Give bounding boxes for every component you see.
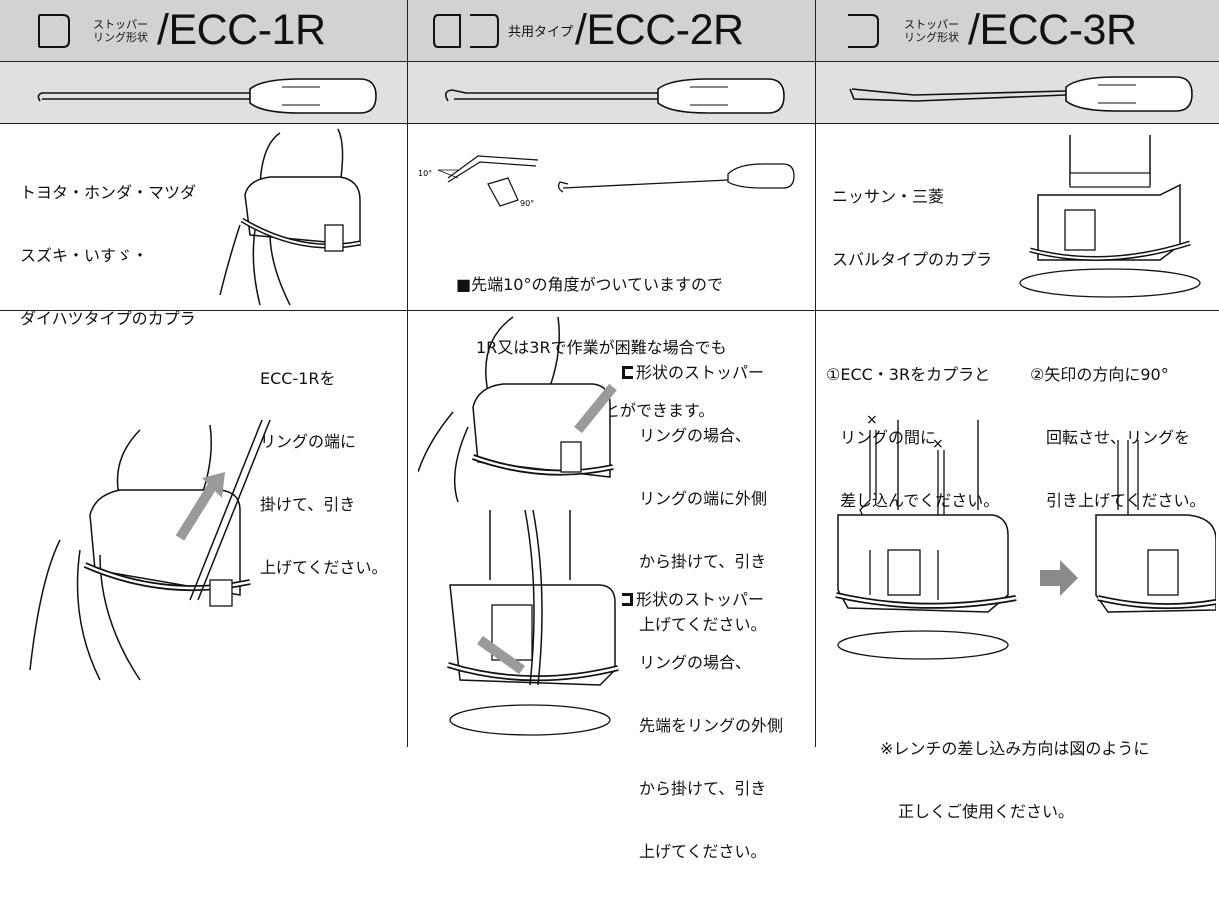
instructions-ecc-2r-b: 形状のストッパー リングの場合、 先端をリングの外側 から掛けて、引き 上げてく… <box>622 547 783 904</box>
wrong-mark: × <box>932 436 944 452</box>
step-line: 回転させ、リングを <box>1046 428 1191 447</box>
note-line: 1R又は3Rで作業が困難な場合でも <box>476 338 727 357</box>
step-line: リングの間に <box>840 428 937 447</box>
instruction-line: 上げてください。 <box>260 558 388 577</box>
insertion-illustration-3r: × × <box>835 412 1216 660</box>
header-sub-2: リング形状 <box>93 30 148 44</box>
model-ecc-2r: /ECC-2R <box>575 6 744 54</box>
header-sub-1: ストッパー <box>93 17 148 31</box>
removal-illustration-2r-b <box>447 510 619 736</box>
instruction-line: から掛けて、引き <box>639 552 767 571</box>
ring-shape-icon <box>433 13 499 48</box>
instructions-ecc-1r: ECC-1Rを リングの端に 掛けて、引き 上げてください。 <box>260 326 388 620</box>
step1-ecc-3r: ①ECC・3Rをカプラと リングの間に 差し込んでください。 <box>826 322 999 553</box>
step-line: 引き上げてください。 <box>1046 491 1206 510</box>
tool-ecc-1r-drawing <box>37 78 377 114</box>
angle-label-10: 10° <box>418 169 432 178</box>
compat-line: ダイハツタイプのカプラ <box>20 309 196 328</box>
ring-shape-icon <box>848 13 879 48</box>
compat-line: トヨタ・ホンダ・マツダ <box>20 183 197 202</box>
instruction-line: 上げてください。 <box>639 615 767 634</box>
instruction-line: リングの場合、 <box>639 653 752 672</box>
step-line: 差し込んでください。 <box>840 491 1000 510</box>
compat-line: ニッサン・三菱 <box>832 187 945 206</box>
compat-line: スズキ・いすゞ・ <box>20 246 149 265</box>
divider <box>407 0 408 747</box>
divider <box>815 0 816 747</box>
header-ecc-3r: ストッパー リング形状 /ECC-3R <box>816 0 1219 61</box>
footnote-line: 正しくご使用ください。 <box>898 802 1075 821</box>
angle-detail-illustration: 10° 90° <box>418 155 795 208</box>
instruction-line: 上げてください。 <box>639 842 767 861</box>
removal-illustration-1r <box>29 420 271 681</box>
wrong-mark: × <box>866 412 878 428</box>
header-sub-1: ストッパー <box>904 17 959 31</box>
instruction-line: 形状のストッパー <box>622 362 767 383</box>
compat-ecc-1r: トヨタ・ホンダ・マツダ スズキ・いすゞ・ ダイハツタイプのカプラ <box>20 140 196 371</box>
footnote-line: ※レンチの差し込み方向は図のように <box>880 739 1150 758</box>
stopper-ring-icon <box>622 593 633 606</box>
divider <box>0 310 1219 311</box>
instruction-line: 先端をリングの外側 <box>639 716 784 735</box>
note-line: ■先端10°の角度がついていますので <box>456 275 723 294</box>
header-ecc-1r: ストッパー リング形状 /ECC-1R <box>0 0 407 61</box>
model-ecc-1r: /ECC-1R <box>157 6 326 54</box>
footnote-ecc-3r: ※レンチの差し込み方向は図のように 正しくご使用ください。 <box>880 696 1149 864</box>
step-line: ②矢印の方向に90° <box>1030 365 1169 384</box>
stopper-ring-icon <box>622 366 633 379</box>
instruction-line: ECC-1Rを <box>260 369 336 388</box>
instruction-line: から掛けて、引き <box>639 779 767 798</box>
instruction-line: リングの端に外側 <box>639 489 768 508</box>
compat-line: スバルタイプのカプラ <box>832 250 993 269</box>
step-line: ①ECC・3Rをカプラと <box>826 365 991 384</box>
header-sub-2: リング形状 <box>904 30 959 44</box>
tool-ecc-3r-drawing <box>849 76 1193 112</box>
angle-label-90: 90° <box>520 199 534 208</box>
ring-shape-icon <box>38 13 70 48</box>
divider <box>0 123 1219 124</box>
step2-ecc-3r: ②矢印の方向に90° 回転させ、リングを 引き上げてください。 <box>1030 322 1206 553</box>
instruction-line: 形状のストッパー <box>622 589 783 610</box>
coupler-illustration <box>1019 135 1201 298</box>
instruction-line: 掛けて、引き <box>260 495 356 514</box>
removal-illustration-2r-a <box>418 316 617 502</box>
coupler-illustration <box>219 128 361 306</box>
instructions-ecc-2r-a: 形状のストッパー リングの場合、 リングの端に外側 から掛けて、引き 上げてくだ… <box>622 320 767 677</box>
instruction-line: リングの端に <box>260 432 357 451</box>
header-sub: 共用タイプ <box>508 25 574 40</box>
instruction-sheet: ストッパー リング形状 /ECC-1R 共用タイプ /ECC-2R ストッパー … <box>0 0 1219 861</box>
instruction-line: リングの場合、 <box>639 426 752 445</box>
divider <box>0 61 1219 62</box>
compat-ecc-3r: ニッサン・三菱 スバルタイプのカプラ <box>832 144 992 312</box>
tool-ecc-2r-drawing <box>444 78 785 114</box>
header-ecc-2r: 共用タイプ /ECC-2R <box>408 0 815 61</box>
model-ecc-3r: /ECC-3R <box>968 6 1137 54</box>
